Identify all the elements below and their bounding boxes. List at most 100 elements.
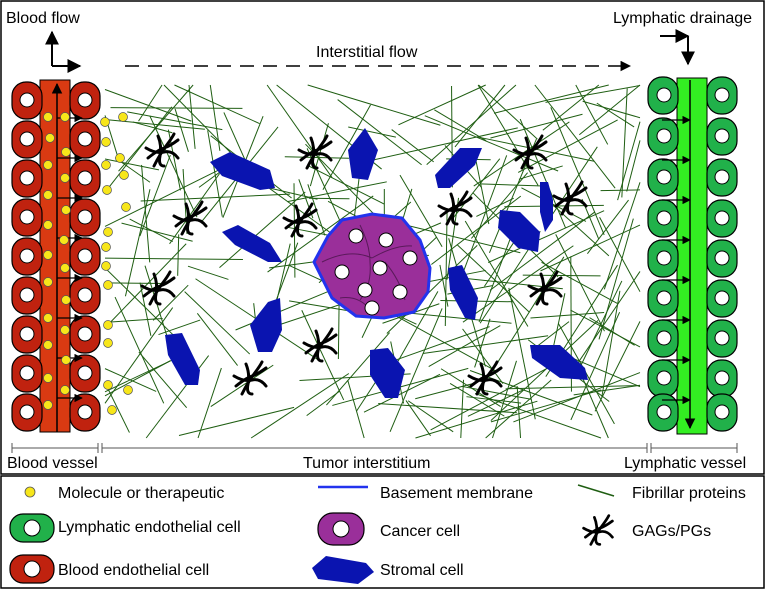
fibril — [398, 222, 521, 254]
molecule — [43, 400, 53, 410]
stromal-cell — [210, 152, 275, 190]
fibril — [626, 140, 641, 192]
molecule — [43, 313, 53, 323]
gag-cluster — [437, 190, 473, 226]
fibril — [603, 182, 641, 290]
gag-strand — [479, 362, 489, 396]
gag-strand — [244, 362, 254, 396]
fibril — [219, 191, 306, 268]
molecule — [103, 338, 113, 348]
fibril — [545, 198, 610, 257]
fibril — [287, 181, 387, 203]
gag-strand — [449, 192, 459, 226]
cell-nucleus — [656, 250, 672, 266]
molecules — [43, 112, 133, 415]
cell-nucleus — [656, 169, 672, 185]
fibril — [489, 211, 596, 291]
fibril — [306, 390, 341, 417]
fibril — [426, 84, 517, 166]
cell-nucleus — [77, 209, 93, 225]
fibril — [163, 84, 238, 160]
fibril — [347, 380, 365, 439]
cancer-cell-nucleus — [334, 264, 350, 280]
molecule — [45, 133, 55, 143]
fibril — [522, 274, 601, 277]
gag-strand — [240, 360, 264, 396]
stromal-cell — [165, 333, 200, 385]
stromal-cell — [250, 298, 282, 352]
cell-nucleus — [19, 365, 35, 381]
cancer-cell-legend-icon — [317, 512, 365, 546]
fibril — [104, 382, 130, 433]
lymphatic-cell-legend-icon — [9, 513, 55, 543]
fibril — [493, 84, 609, 114]
fibril — [235, 286, 339, 331]
fibril — [422, 335, 549, 355]
fibril — [415, 400, 538, 439]
fibril — [424, 115, 559, 172]
fibril — [428, 325, 501, 367]
molecule — [101, 261, 111, 271]
gag-strand — [560, 180, 584, 216]
gag-strand — [467, 374, 503, 388]
fibril — [431, 195, 522, 265]
fibril — [104, 158, 160, 171]
fibril — [152, 284, 189, 321]
fibril — [149, 115, 198, 218]
gag-strand — [140, 284, 176, 298]
gag-strand — [310, 327, 334, 363]
molecule — [60, 385, 70, 395]
gag-cluster — [582, 514, 614, 546]
blood-vessel-region-label: Blood vessel — [7, 455, 98, 472]
molecule — [61, 355, 71, 365]
gag-cluster — [552, 180, 588, 216]
cell-nucleus — [77, 248, 93, 264]
gag-strand — [445, 190, 469, 226]
fibril — [599, 216, 641, 292]
molecule — [61, 205, 71, 215]
molecule — [61, 295, 71, 305]
fibril — [478, 84, 538, 140]
molecule — [43, 373, 53, 383]
gag-cluster — [512, 134, 548, 170]
fibril — [298, 179, 314, 219]
gag-strand — [527, 284, 563, 298]
molecule — [43, 340, 53, 350]
fibril — [469, 370, 593, 416]
stromal-cell — [435, 148, 482, 188]
fibril — [363, 373, 441, 413]
gag-strand — [294, 204, 304, 238]
cancer-cell-nucleus — [357, 282, 373, 298]
cell-nucleus — [77, 365, 93, 381]
legend-fibrillar-proteins-label: Fibrillar proteins — [632, 485, 746, 502]
fibril — [132, 121, 173, 134]
fibril — [196, 313, 238, 366]
fibril — [405, 400, 431, 437]
fibril — [301, 310, 345, 401]
fibril — [485, 379, 552, 439]
cancer-cell-nucleus — [392, 284, 408, 300]
fibril — [596, 102, 635, 128]
fibril — [114, 296, 165, 404]
tumor-mass — [312, 212, 432, 320]
gag-strand — [524, 136, 534, 170]
molecule — [43, 112, 53, 122]
molecule — [123, 385, 133, 395]
molecule — [60, 173, 70, 183]
legend-frame — [0, 475, 765, 589]
gag-strand — [552, 194, 588, 208]
cell-nucleus — [19, 92, 35, 108]
fibril — [541, 261, 618, 304]
fibril — [598, 218, 634, 340]
gag-strand — [148, 270, 172, 306]
cell-nucleus — [656, 404, 672, 420]
fibril — [440, 368, 501, 408]
fibril — [389, 308, 443, 432]
molecule — [101, 242, 111, 252]
fibril — [455, 155, 508, 293]
gag-strand — [152, 272, 162, 306]
fibril — [391, 326, 490, 362]
gag-cluster — [527, 270, 563, 306]
lymphatic-drainage-label: Lymphatic drainage — [613, 10, 752, 27]
